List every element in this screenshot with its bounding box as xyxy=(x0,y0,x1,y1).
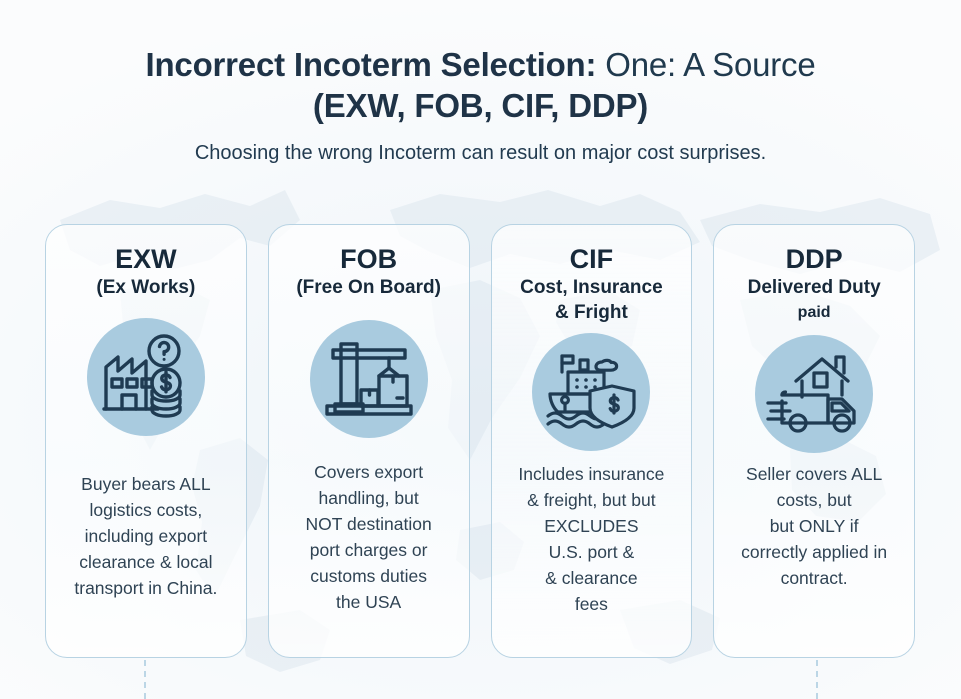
card-body-fob: Covers export handling, but NOT destinat… xyxy=(305,462,432,612)
incoterm-card-cif[interactable]: CIF Cost, Insurance & Fright xyxy=(490,224,693,658)
card-subtitle-fob: (Free On Board) xyxy=(296,277,441,298)
card-subtitle2-cif: & Fright xyxy=(554,302,628,323)
factory-question-coins-icon xyxy=(100,333,192,421)
icon-circle-ddp xyxy=(755,335,874,453)
header: Incorrect Incoterm Selection: One: A Sou… xyxy=(0,0,961,166)
incoterm-card-fob[interactable]: FOB (Free On Board) xyxy=(267,224,470,658)
card-code-cif: CIF xyxy=(569,244,614,274)
card-heading-cif: CIF Cost, Insurance & Fright xyxy=(502,243,682,325)
page-title: Incorrect Incoterm Selection: One: A Sou… xyxy=(0,44,961,85)
card-subtitle2-ddp: paid xyxy=(797,304,831,321)
card-heading-ddp: DDP Delivered Duty paid xyxy=(724,243,904,325)
icon-circle-fob xyxy=(309,320,428,438)
incoterm-card-row: EXW (Ex Works) xyxy=(45,224,915,658)
port-crane-cargo-icon xyxy=(323,336,415,422)
card-body-cif: Includes insurance & freight, but but EX… xyxy=(518,464,665,614)
card-code-ddp: DDP xyxy=(785,244,843,274)
card-code-exw: EXW xyxy=(115,244,177,274)
dashed-connector-right xyxy=(816,660,818,699)
icon-circle-exw xyxy=(86,318,205,436)
card-heading-fob: FOB (Free On Board) xyxy=(279,243,459,300)
icon-circle-cif xyxy=(532,333,651,451)
card-heading-exw: EXW (Ex Works) xyxy=(56,243,236,300)
card-code-fob: FOB xyxy=(340,244,398,274)
card-subtitle-exw: (Ex Works) xyxy=(96,277,196,298)
cargo-ship-insurance-shield-icon xyxy=(544,350,638,434)
delivery-truck-house-icon xyxy=(766,351,862,437)
incoterm-card-exw[interactable]: EXW (Ex Works) xyxy=(45,224,247,658)
page-title-emphasis: Incorrect Incoterm Selection: xyxy=(145,46,597,83)
card-subtitle-ddp: Delivered Duty xyxy=(747,277,881,298)
card-body-exw: Buyer bears ALL logistics costs, includi… xyxy=(74,474,218,598)
card-subtitle-cif: Cost, Insurance xyxy=(520,277,663,298)
card-body-ddp: Seller covers ALL costs, but but ONLY if… xyxy=(741,464,888,588)
page-subtitle: Choosing the wrong Incoterm can result o… xyxy=(194,142,767,164)
page-title-line2: (EXW, FOB, CIF, DDP) xyxy=(312,87,649,124)
dashed-connector-left xyxy=(144,660,146,699)
page-title-rest: One: A Source xyxy=(596,46,816,83)
incoterm-card-ddp[interactable]: DDP Delivered Duty paid xyxy=(713,224,915,658)
